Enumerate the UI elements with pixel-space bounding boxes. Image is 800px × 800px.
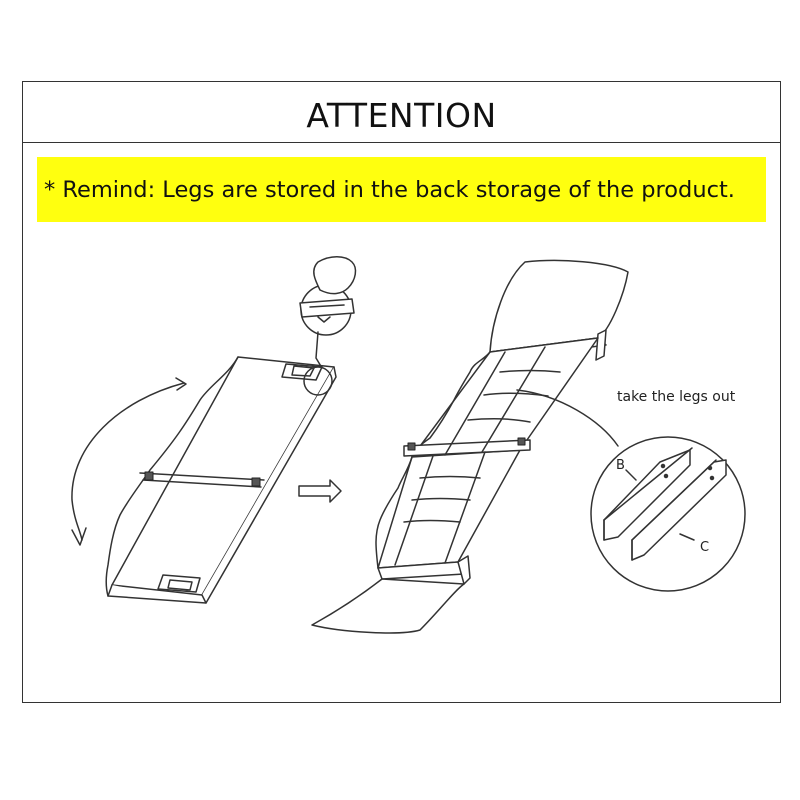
pointer-line (516, 389, 619, 447)
legs-zoom (590, 436, 746, 592)
label-part-c: C (700, 540, 710, 555)
rotation-arrows (71, 377, 187, 546)
label-part-b: B (616, 458, 625, 473)
page-title: ATTENTION (306, 96, 497, 135)
reminder-text: * Remind: Legs are stored in the back st… (44, 176, 735, 203)
caption-take-legs: take the legs out (617, 389, 736, 405)
folded-panel (105, 356, 337, 604)
reminder-banner: * Remind: Legs are stored in the back st… (37, 157, 766, 222)
hand-magnifier (299, 256, 357, 396)
opened-panel (311, 259, 629, 634)
title-row: ATTENTION (22, 81, 781, 143)
attention-frame (22, 81, 781, 703)
direction-arrow (298, 479, 342, 503)
